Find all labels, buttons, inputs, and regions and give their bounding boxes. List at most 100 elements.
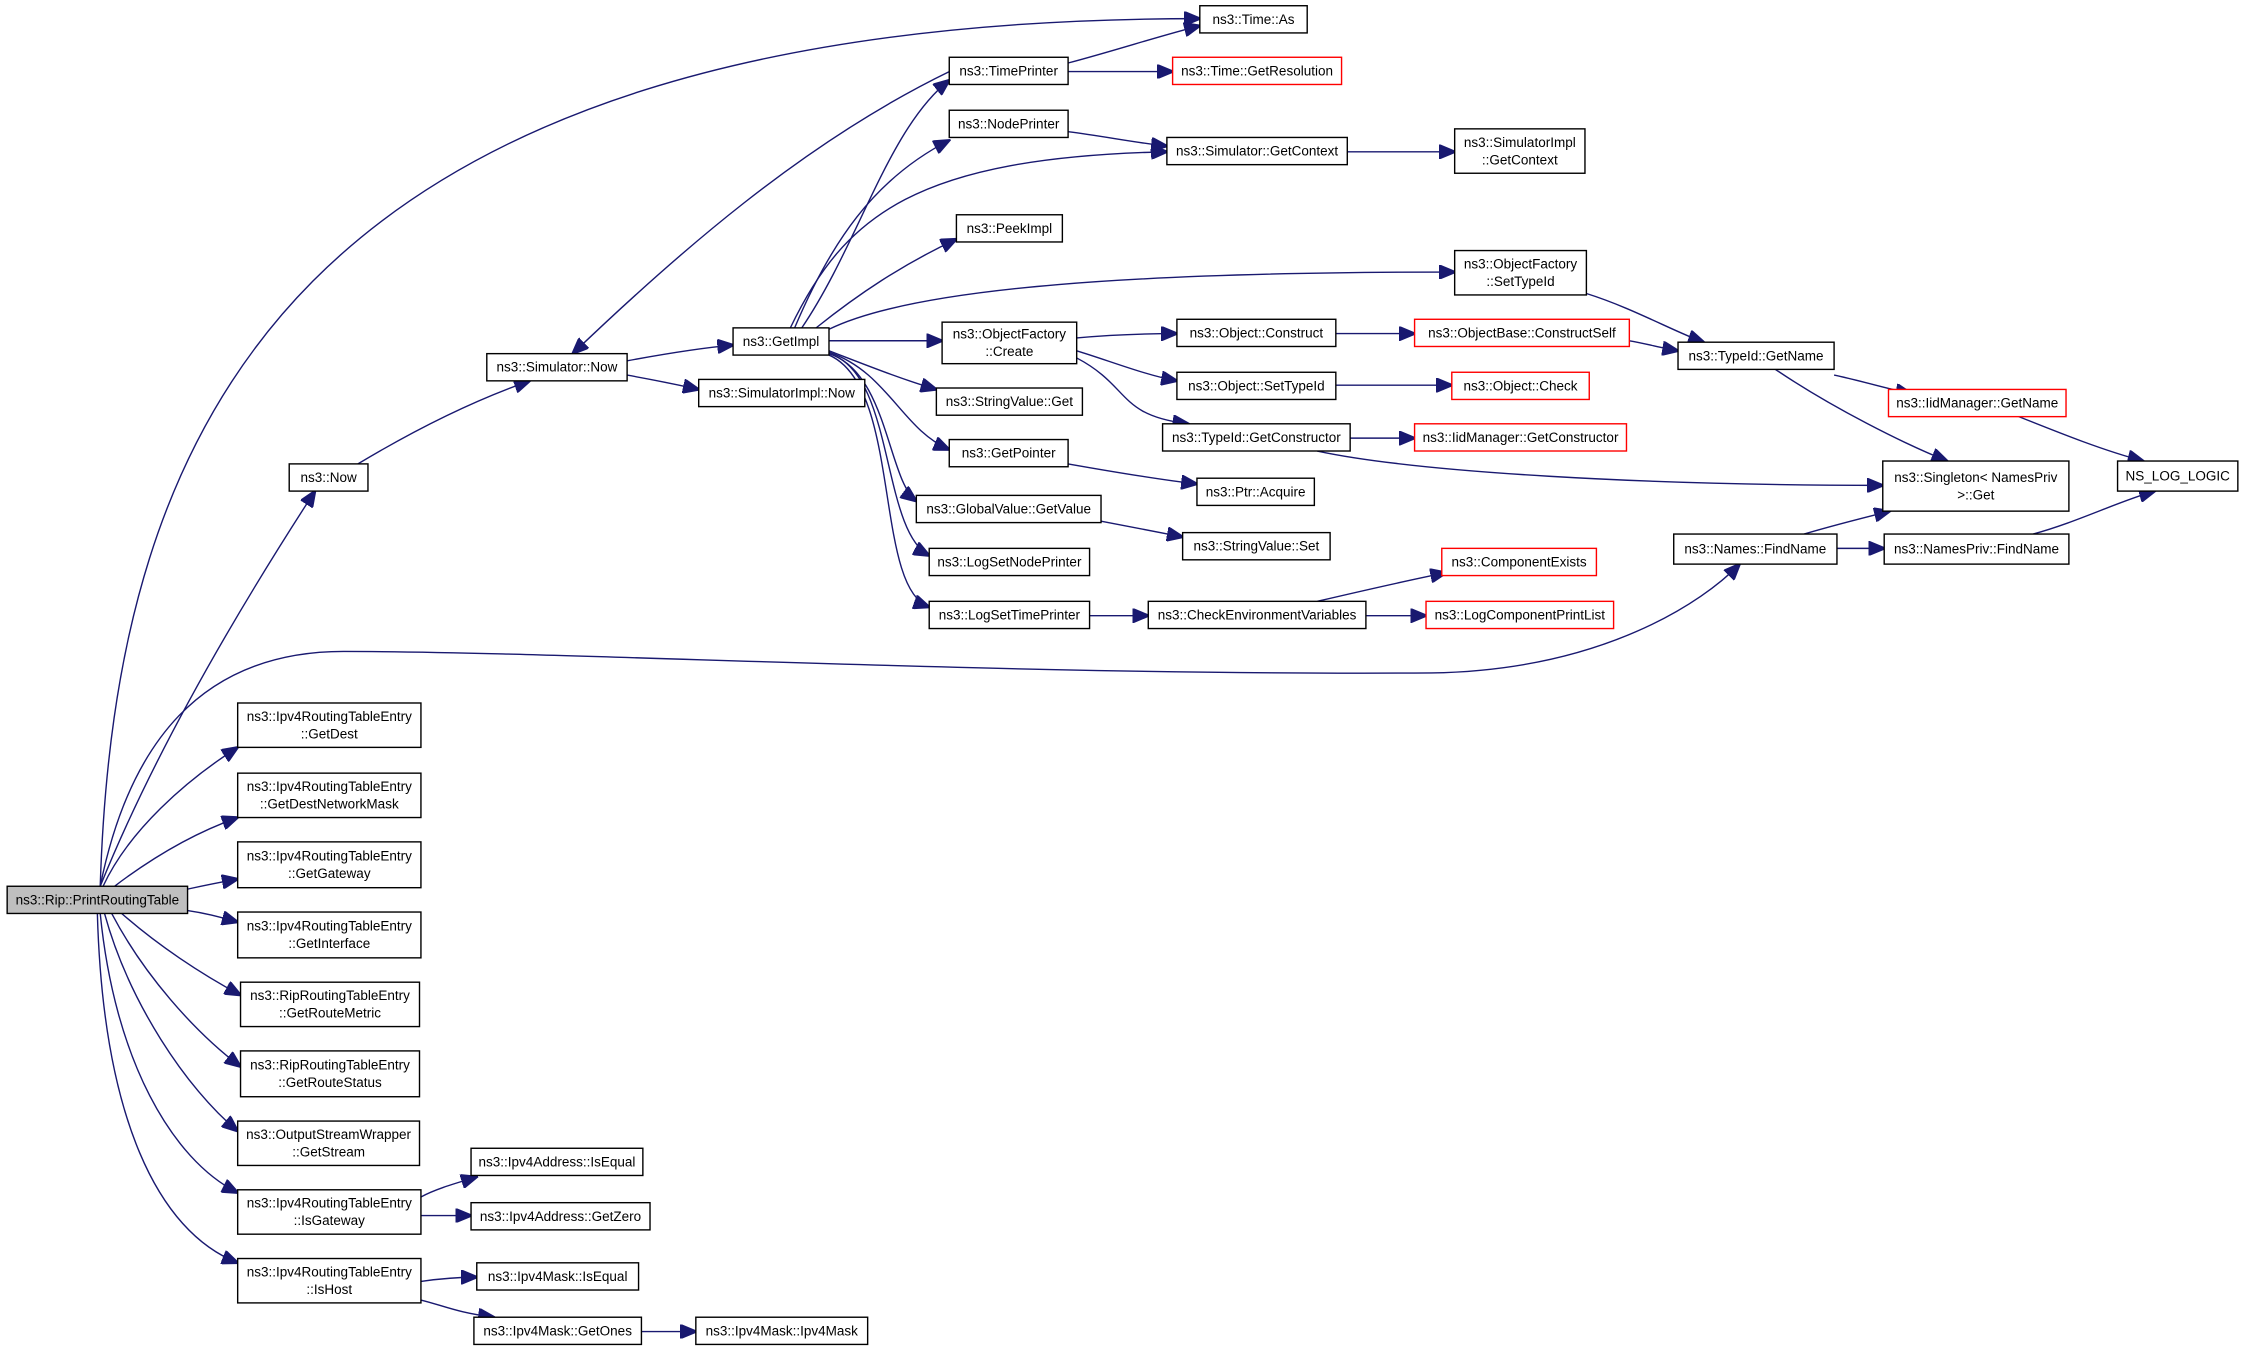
node-logsetnodeprinter[interactable]: ns3::LogSetNodePrinter	[928, 547, 1091, 577]
node-time-as[interactable]: ns3::Time::As	[1199, 5, 1308, 34]
node-stringvalue-set[interactable]: ns3::StringValue::Set	[1181, 531, 1331, 561]
node-typeid-getconstructor[interactable]: ns3::TypeId::GetConstructor	[1161, 423, 1351, 452]
node-label: ns3::CheckEnvironmentVariables	[1158, 607, 1357, 622]
node-ptr-acquire[interactable]: ns3::Ptr::Acquire	[1196, 477, 1316, 507]
node-label: ns3::ObjectBase::ConstructSelf	[1428, 325, 1616, 340]
node-iidmanager-getconstructor[interactable]: ns3::IidManager::GetConstructor	[1413, 423, 1628, 452]
edge-timeprinter-to-time_as	[1068, 26, 1200, 63]
node-logcomponentprintlist[interactable]: ns3::LogComponentPrintList	[1425, 600, 1615, 630]
node-namespriv-findname[interactable]: ns3::NamesPriv::FindName	[1883, 533, 2070, 565]
node-objbase-constructself[interactable]: ns3::ObjectBase::ConstructSelf	[1413, 318, 1631, 348]
node-label: ::GetRouteMetric	[279, 1006, 381, 1021]
node-box	[928, 600, 1091, 630]
node-label: ::GetGateway	[288, 866, 371, 881]
node-box	[473, 1316, 643, 1346]
node-timeprinter[interactable]: ns3::TimePrinter	[948, 56, 1069, 86]
node-simimpl-now[interactable]: ns3::SimulatorImpl::Now	[697, 378, 866, 408]
node-box	[915, 494, 1102, 524]
node-singleton-get[interactable]: ns3::Singleton< NamesPriv>::Get	[1882, 460, 2070, 512]
node-ipv4mask-ipv4mask[interactable]: ns3::Ipv4Mask::Ipv4Mask	[695, 1316, 869, 1346]
node-ns-log-logic[interactable]: NS_LOG_LOGIC	[2116, 460, 2239, 492]
node-box	[236, 1189, 422, 1235]
edge-root-to-osw_getstream	[105, 913, 238, 1131]
edge-sim_now-to-getimpl	[627, 345, 733, 361]
node-obj-construct[interactable]: ns3::Object::Construct	[1176, 318, 1337, 348]
edge-getpointer-to-ptr_acquire	[1068, 464, 1197, 484]
node-ipv4rte-getdest[interactable]: ns3::Ipv4RoutingTableEntry::GetDest	[236, 702, 422, 749]
node-root[interactable]: ns3::Rip::PrintRoutingTable	[6, 885, 189, 915]
node-ipv4mask-getones[interactable]: ns3::Ipv4Mask::GetOnes	[473, 1316, 643, 1346]
node-box	[1453, 249, 1588, 296]
node-box	[470, 1201, 651, 1231]
node-ns3-now[interactable]: ns3::Now	[288, 463, 369, 492]
node-label: ns3::Time::GetResolution	[1181, 63, 1333, 78]
node-riprte-getroutestatus[interactable]: ns3::RipRoutingTableEntry::GetRouteStatu…	[239, 1050, 421, 1098]
node-logsettimeprinter[interactable]: ns3::LogSetTimePrinter	[928, 600, 1091, 630]
node-sim-getcontext[interactable]: ns3::Simulator::GetContext	[1166, 136, 1348, 166]
node-nodeprinter[interactable]: ns3::NodePrinter	[948, 109, 1069, 139]
edge-typeid_getconstructor-to-singleton_get	[1317, 451, 1883, 485]
node-label: ns3::Ptr::Acquire	[1206, 484, 1306, 499]
node-ipv4rte-getdestnetworkmask[interactable]: ns3::Ipv4RoutingTableEntry::GetDestNetwo…	[236, 772, 422, 819]
node-label: ns3::Now	[300, 470, 357, 485]
edge-names_findname-to-singleton_get	[1804, 511, 1890, 534]
node-globalvalue-getvalue[interactable]: ns3::GlobalValue::GetValue	[915, 494, 1102, 524]
node-iidmanager-getname[interactable]: ns3::IidManager::GetName	[1887, 388, 2067, 418]
node-riprte-getroutemetric[interactable]: ns3::RipRoutingTableEntry::GetRouteMetri…	[239, 981, 421, 1028]
edge-getimpl-to-logsettimeprinter	[829, 355, 929, 607]
node-ipv4rte-ishost[interactable]: ns3::Ipv4RoutingTableEntry::IsHost	[236, 1257, 422, 1304]
node-ipv4rte-getinterface[interactable]: ns3::Ipv4RoutingTableEntry::GetInterface	[236, 911, 422, 959]
node-box	[695, 1316, 869, 1346]
node-box	[239, 1050, 421, 1098]
node-peekimpl[interactable]: ns3::PeekImpl	[955, 214, 1064, 243]
node-label: ns3::Ipv4Mask::GetOnes	[483, 1323, 632, 1338]
edge-root-to-ipv4rte_getgateway	[188, 879, 238, 889]
node-ipv4mask-isequal[interactable]: ns3::Ipv4Mask::IsEqual	[476, 1262, 640, 1291]
node-box	[2116, 460, 2239, 492]
node-label: ns3::SimulatorImpl	[1464, 135, 1576, 150]
node-box	[1176, 371, 1337, 401]
node-label: ns3::Object::Construct	[1190, 325, 1324, 340]
edge-root-to-ipv4rte_getinterface	[188, 911, 238, 922]
node-label: ::Create	[985, 344, 1033, 359]
node-box	[732, 327, 830, 356]
node-names-findname[interactable]: ns3::Names::FindName	[1673, 533, 1838, 565]
node-box	[941, 321, 1078, 365]
edge-namespriv_findname-to-ns_log_logic	[2033, 491, 2155, 534]
edge-root-to-names_findname	[100, 564, 1739, 886]
node-simimpl-getcontext[interactable]: ns3::SimulatorImpl::GetContext	[1453, 128, 1586, 174]
node-of-settypeid[interactable]: ns3::ObjectFactory::SetTypeId	[1453, 249, 1588, 296]
node-sim-now[interactable]: ns3::Simulator::Now	[486, 352, 628, 382]
node-ipv4addr-getzero[interactable]: ns3::Ipv4Address::GetZero	[470, 1201, 651, 1231]
node-label: ns3::StringValue::Get	[946, 394, 1074, 409]
node-label: ns3::NodePrinter	[958, 116, 1060, 131]
node-osw-getstream[interactable]: ns3::OutputStreamWrapper::GetStream	[236, 1120, 421, 1167]
edge-of_settypeid-to-typeid_getname	[1586, 294, 1703, 343]
node-label: ns3::ObjectFactory	[953, 327, 1067, 342]
edge-root-to-ipv4rte_getdestnetworkmask	[115, 818, 238, 887]
edge-root-to-ipv4rte_getdest	[103, 747, 238, 886]
edge-typeid_getname-to-singleton_get	[1775, 369, 1947, 461]
edge-getimpl-to-getpointer	[829, 352, 949, 449]
node-ipv4rte-isgateway[interactable]: ns3::Ipv4RoutingTableEntry::IsGateway	[236, 1189, 422, 1235]
edge-checkenvvars-to-componentexists	[1317, 573, 1446, 602]
edge-root-to-riprte_getroutemetric	[122, 913, 241, 995]
node-box	[1196, 477, 1316, 507]
node-label: ns3::GlobalValue::GetValue	[926, 501, 1091, 516]
node-componentexists[interactable]: ns3::ComponentExists	[1441, 547, 1598, 577]
edge-root-to-ipv4rte_isgateway	[100, 913, 237, 1192]
nodes-layer: ns3::Rip::PrintRoutingTable ns3::Time::As…	[6, 5, 2239, 1346]
node-stringvalue-get[interactable]: ns3::StringValue::Get	[935, 387, 1084, 416]
node-box	[1161, 423, 1351, 452]
node-of-create[interactable]: ns3::ObjectFactory::Create	[941, 321, 1078, 365]
node-getimpl[interactable]: ns3::GetImpl	[732, 327, 830, 356]
node-typeid-getname[interactable]: ns3::TypeId::GetName	[1677, 341, 1835, 371]
node-box	[236, 1120, 421, 1167]
node-ipv4rte-getgateway[interactable]: ns3::Ipv4RoutingTableEntry::GetGateway	[236, 841, 422, 889]
node-ipv4addr-isequal[interactable]: ns3::Ipv4Address::IsEqual	[470, 1147, 644, 1177]
node-time-getres[interactable]: ns3::Time::GetResolution	[1171, 56, 1343, 86]
node-checkenvvars[interactable]: ns3::CheckEnvironmentVariables	[1147, 600, 1367, 630]
node-obj-check[interactable]: ns3::Object::Check	[1451, 371, 1590, 401]
node-getpointer[interactable]: ns3::GetPointer	[948, 438, 1069, 468]
node-obj-settypeid[interactable]: ns3::Object::SetTypeId	[1176, 371, 1337, 401]
